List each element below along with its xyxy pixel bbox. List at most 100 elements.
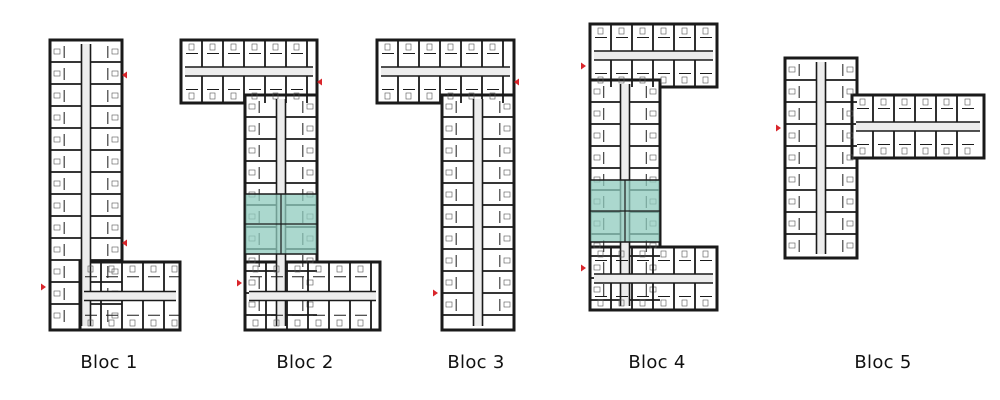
fixture (53, 70, 61, 77)
corridor (473, 99, 483, 326)
fixture (53, 158, 61, 165)
fixture (445, 147, 453, 154)
entrance-marker-icon (514, 78, 519, 86)
fixture (53, 224, 61, 231)
fixture (846, 66, 854, 73)
fixture (660, 76, 667, 84)
fixture (503, 169, 511, 176)
fixture (880, 147, 887, 155)
fixture (503, 147, 511, 154)
fixture (248, 147, 256, 154)
bloc-2-label: Bloc 2 (276, 352, 334, 373)
fixture (846, 242, 854, 249)
fixture (503, 301, 511, 308)
highlighted-units (244, 179, 661, 255)
fixture (111, 92, 119, 99)
fixture (230, 43, 237, 51)
fixture (846, 176, 854, 183)
fixture (681, 299, 688, 307)
fixture (306, 279, 314, 286)
fixture (593, 110, 601, 117)
fixture (681, 27, 688, 35)
fixture (248, 301, 256, 308)
fixture (306, 147, 314, 154)
fixture (445, 103, 453, 110)
fixture (943, 98, 950, 106)
fixture (639, 299, 646, 307)
fixture (489, 92, 496, 100)
fixture (788, 220, 796, 227)
fixture (357, 265, 364, 273)
fixture (111, 136, 119, 143)
entrance-marker-icon (581, 62, 586, 70)
fixture (445, 301, 453, 308)
fixture (336, 319, 343, 327)
fixture (445, 191, 453, 198)
fixture (53, 202, 61, 209)
fixture (248, 279, 256, 286)
fixture (129, 265, 136, 273)
fixture (108, 319, 115, 327)
fixture (660, 27, 667, 35)
fixture (922, 98, 929, 106)
fixture (788, 242, 796, 249)
fixture (53, 114, 61, 121)
corridor (816, 62, 826, 254)
fixture (111, 224, 119, 231)
fixture (252, 319, 259, 327)
fixture (306, 125, 314, 132)
fixture (846, 198, 854, 205)
fixture (503, 235, 511, 242)
fixture (702, 299, 709, 307)
fixture (846, 110, 854, 117)
fixture (901, 147, 908, 155)
fixture (209, 43, 216, 51)
fixture (53, 246, 61, 253)
fixture (639, 27, 646, 35)
fixture (593, 88, 601, 95)
fixture (503, 103, 511, 110)
bloc-4-label: Bloc 4 (628, 352, 686, 373)
fixture (445, 213, 453, 220)
fixture (53, 312, 61, 319)
fixture (272, 43, 279, 51)
fixture (357, 319, 364, 327)
fixture (209, 92, 216, 100)
corridor (594, 274, 713, 283)
entrance-marker-icon (41, 283, 46, 291)
fixture (188, 92, 195, 100)
fixture (384, 43, 391, 51)
fixture (171, 265, 178, 273)
fixture (503, 191, 511, 198)
fixture (251, 43, 258, 51)
fixture (445, 125, 453, 132)
fixture (649, 110, 657, 117)
fixture (445, 257, 453, 264)
fixture (681, 76, 688, 84)
fixture (901, 98, 908, 106)
fixture (111, 180, 119, 187)
fixture (468, 92, 475, 100)
entrance-marker-icon (122, 239, 127, 247)
fixture (649, 154, 657, 161)
corridor (381, 67, 510, 76)
bloc-1-label: Bloc 1 (80, 352, 138, 373)
fixture (593, 154, 601, 161)
entrance-marker-icon (122, 71, 127, 79)
fixture (293, 43, 300, 51)
fixture (639, 250, 646, 258)
bloc-3-label: Bloc 3 (447, 352, 505, 373)
corridor (594, 51, 713, 60)
fixture (248, 169, 256, 176)
fixture (273, 265, 280, 273)
fixture (111, 114, 119, 121)
fixture (649, 132, 657, 139)
corridor (249, 291, 376, 301)
fixture (788, 132, 796, 139)
corridor (81, 44, 91, 326)
fixture (943, 147, 950, 155)
fixture (111, 48, 119, 55)
fixture (53, 290, 61, 297)
fixture (618, 299, 625, 307)
